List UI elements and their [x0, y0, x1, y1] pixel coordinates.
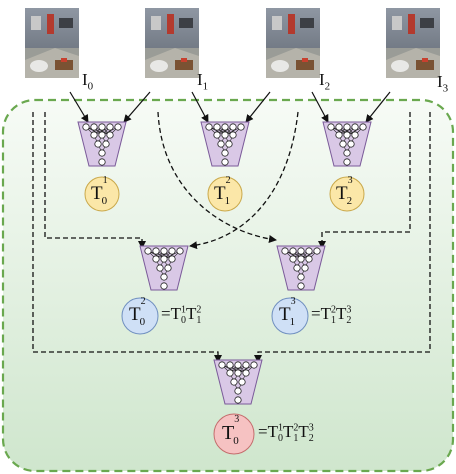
- input-label-1: I1: [197, 70, 209, 93]
- skip-I3-net6: [254, 112, 431, 363]
- node-T01-circle: [84, 176, 120, 212]
- skip-I0-net6: [32, 112, 222, 363]
- equation-T03: =T10T21T32: [258, 422, 314, 445]
- skip-I0-net4: [44, 112, 146, 249]
- arrow-I3-net3: [365, 91, 391, 123]
- node-T13-circle: [271, 297, 309, 335]
- node-T23-circle: [329, 176, 365, 212]
- node-T03-label: T30: [222, 414, 240, 447]
- skip-I2-net4: [189, 111, 299, 250]
- arrow-I1-net2: [191, 91, 209, 123]
- input-label-3: I3: [437, 72, 449, 95]
- node-T02-label: T20: [129, 295, 146, 328]
- input-image-0: [25, 8, 79, 78]
- input-image-3: [386, 8, 440, 78]
- node-T23-label: T32: [336, 174, 353, 207]
- node-T13-label: T31: [279, 295, 296, 328]
- arrow-I2-net3: [311, 91, 329, 123]
- node-T01-label: T10: [91, 174, 108, 207]
- arrow-I2-net2: [245, 91, 271, 123]
- equation-T13: =T21T32: [311, 304, 352, 327]
- arrow-I0-net1: [69, 91, 89, 123]
- skip-I3-net5: [318, 112, 411, 249]
- input-image-2: [266, 8, 320, 78]
- skip-I1-net5: [157, 111, 277, 243]
- input-label-2: I2: [319, 70, 331, 93]
- input-image-1: [145, 8, 199, 78]
- arrow-I1-net1: [123, 91, 151, 123]
- input-label-0: I0: [82, 70, 94, 93]
- node-T12-label: T21: [214, 174, 231, 207]
- equation-T02: =T10T21: [161, 304, 202, 327]
- node-T02-circle: [121, 297, 159, 335]
- node-T12-circle: [207, 176, 243, 212]
- node-T03-circle: [213, 413, 255, 455]
